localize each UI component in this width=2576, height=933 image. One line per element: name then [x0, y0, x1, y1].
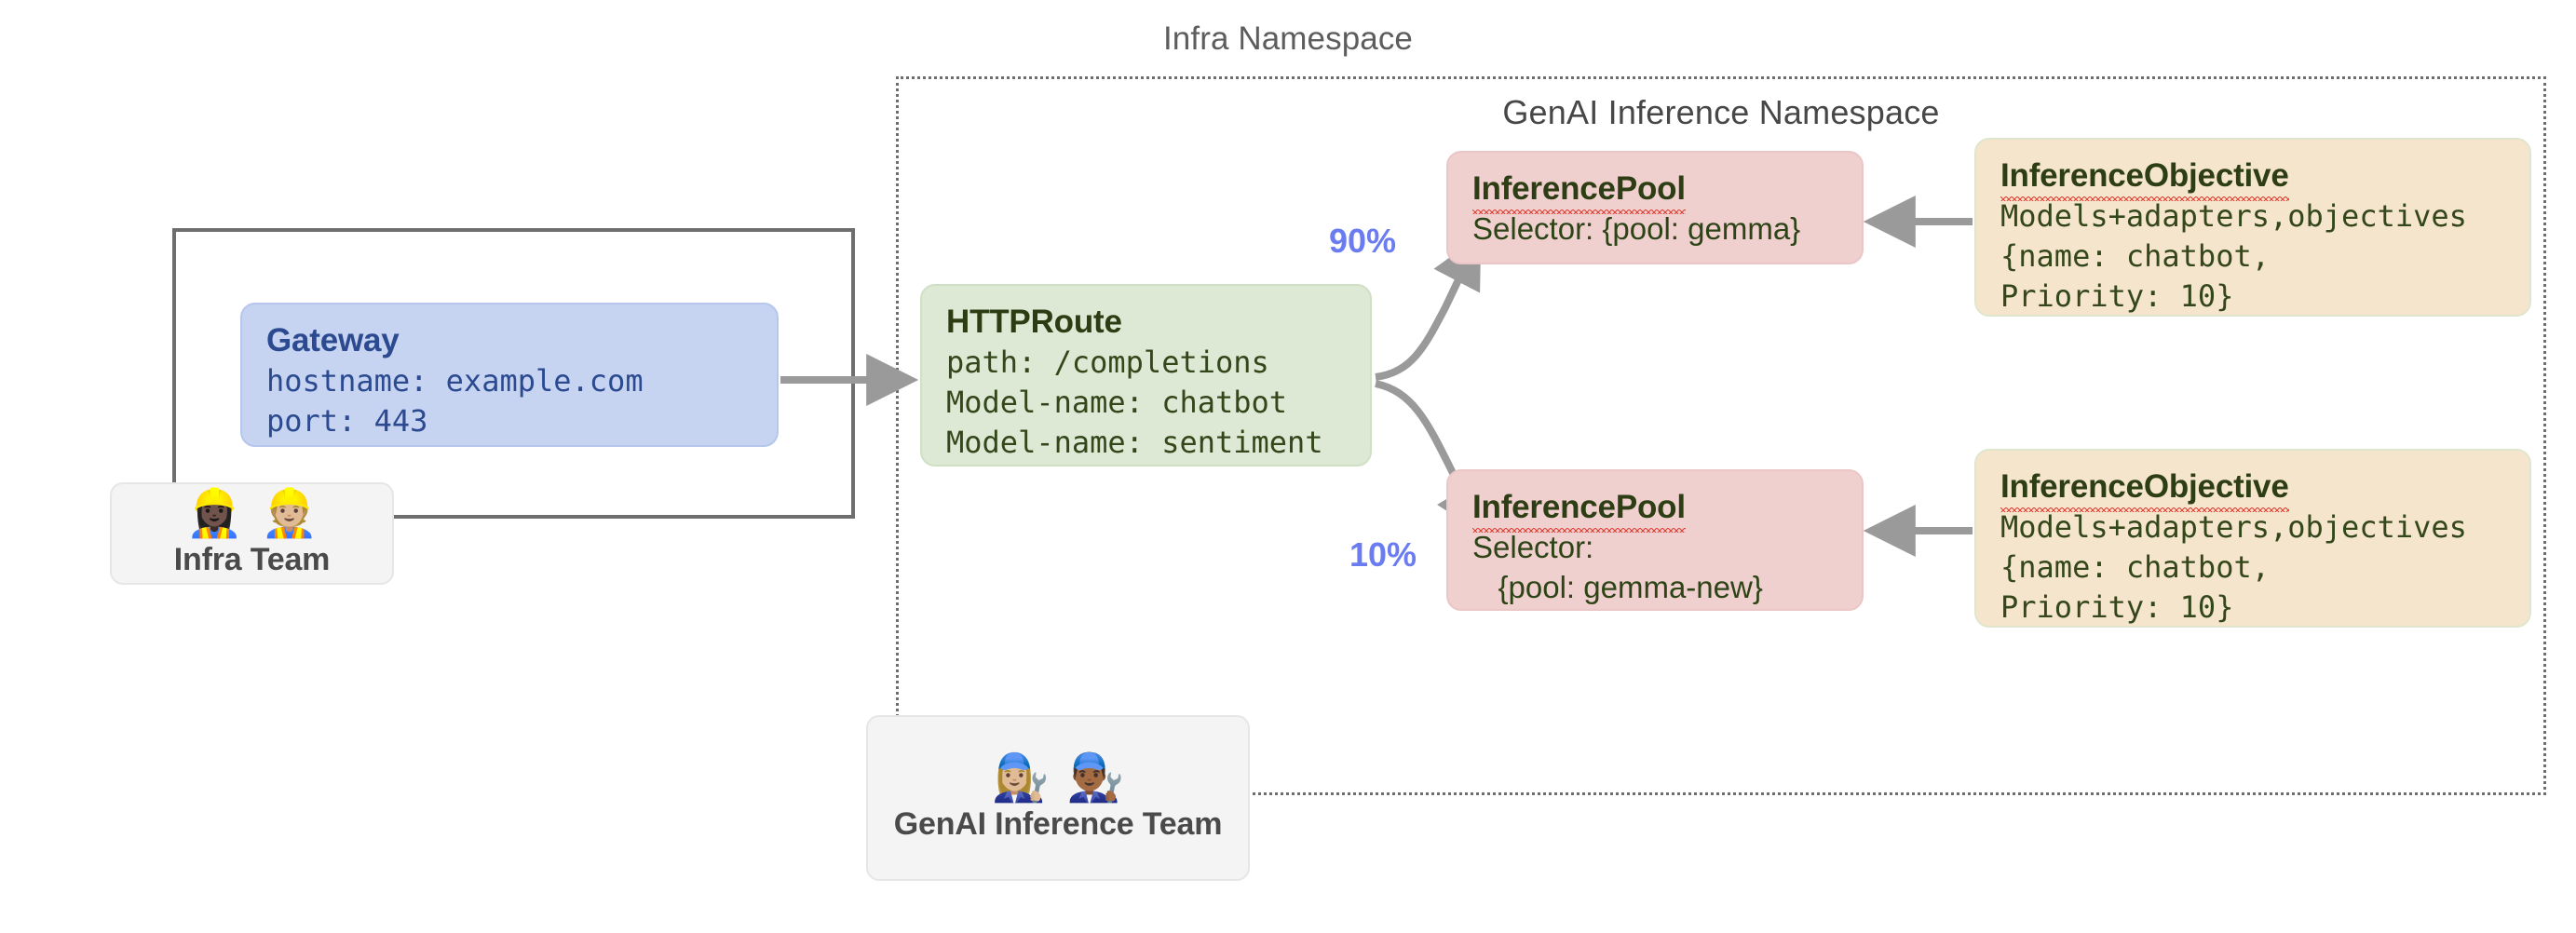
gateway-node[interactable]: Gateway hostname: example.com port: 443 [240, 303, 779, 447]
infra-team-label: Infra Team [173, 541, 331, 577]
inferencepool-gemma-new-kind-label: InferencePool [1472, 488, 1839, 533]
spellcheck-squiggle-icon: InferenceObjective [2000, 467, 2289, 512]
httproute-path-line: path: /completions [946, 344, 1269, 380]
inferencepool-gemma-selector-line: Selector: {pool: gemma} [1472, 210, 1801, 246]
genai-team-people-icon: 👩🏼‍🔧👨🏾‍🔧 [991, 750, 1142, 805]
httproute-model-sentiment-line: Model-name: sentiment [946, 425, 1323, 461]
inferenceobjective-top-kind-label: InferenceObjective [2000, 156, 2507, 201]
inferencepool-gemma-new-node[interactable]: InferencePool Selector: {pool: gemma-new… [1446, 469, 1864, 611]
split-label-90-percent: 90% [1329, 222, 1397, 260]
inferencepool-gemma-kind-label: InferencePool [1472, 169, 1839, 214]
inferenceobjective-bottom-line-2: {name: chatbot, [2000, 548, 2270, 585]
gateway-hostname-line: hostname: example.com [266, 362, 644, 399]
inferenceobjective-bottom-line-1: Models+adapters,objectives [2000, 508, 2467, 545]
gateway-kind-label: Gateway [266, 322, 400, 358]
inferenceobjective-top-line-1: Models+adapters,objectives [2000, 197, 2467, 234]
genai-team-label: GenAI Inference Team [893, 805, 1223, 842]
inferencepool-gemma-new-selector-line-1: Selector: [1472, 529, 1594, 564]
spellcheck-squiggle-icon: InferencePool [1472, 488, 1686, 533]
inferenceobjective-top-line-3: Priority: 10} [2000, 278, 2234, 315]
genai-namespace-label: GenAI Inference Namespace [1502, 93, 1940, 131]
infra-namespace-label: Infra Namespace [1162, 20, 1414, 57]
genai-namespace-boundary [896, 76, 2546, 795]
inferencepool-gemma-node[interactable]: InferencePool Selector: {pool: gemma} [1446, 151, 1864, 264]
httproute-model-chatbot-line: Model-name: chatbot [946, 384, 1288, 420]
infra-team-chip[interactable]: 👷🏿‍♀️👷🏼 Infra Team [110, 482, 394, 585]
infra-team-people-icon: 👷🏿‍♀️👷🏼 [185, 485, 335, 540]
genai-team-chip[interactable]: 👩🏼‍🔧👨🏾‍🔧 GenAI Inference Team [866, 715, 1250, 881]
gateway-port-line: port: 443 [266, 402, 428, 439]
split-label-10-percent: 10% [1349, 535, 1417, 574]
inferencepool-gemma-new-selector-line-2: {pool: gemma-new} [1472, 569, 1763, 604]
inferenceobjective-bottom-line-3: Priority: 10} [2000, 589, 2234, 626]
inferenceobjective-top-node[interactable]: InferenceObjective Models+adapters,objec… [1974, 138, 2531, 317]
infra-namespace-boundary [172, 228, 855, 519]
spellcheck-squiggle-icon: InferencePool [1472, 169, 1686, 214]
httproute-kind-label: HTTPRoute [946, 304, 1122, 340]
inferenceobjective-bottom-kind-label: InferenceObjective [2000, 467, 2507, 512]
inferenceobjective-top-line-2: {name: chatbot, [2000, 237, 2270, 274]
inferenceobjective-bottom-node[interactable]: InferenceObjective Models+adapters,objec… [1974, 449, 2531, 628]
spellcheck-squiggle-icon: InferenceObjective [2000, 156, 2289, 201]
httproute-node[interactable]: HTTPRoute path: /completions Model-name:… [920, 284, 1372, 466]
